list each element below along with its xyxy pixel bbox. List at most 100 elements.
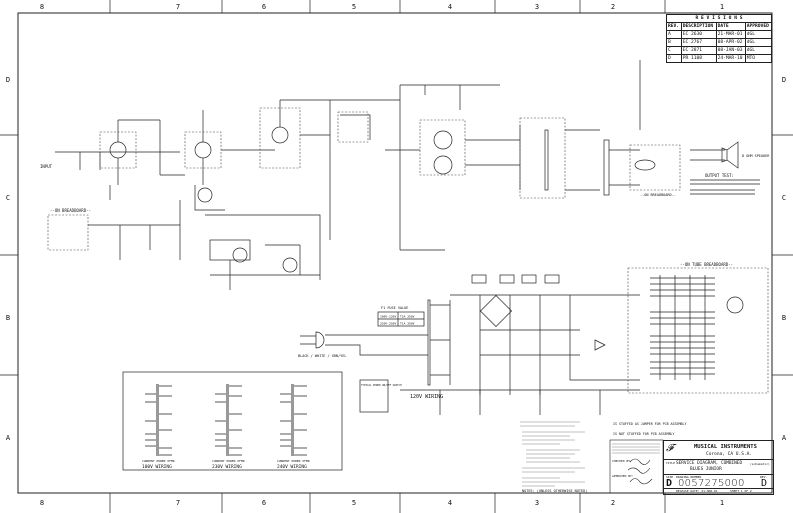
drawing-border [17, 12, 773, 494]
jumper-note: IS STUFFED AS JUMPER FOR PCB ASSEMBLY [613, 422, 686, 426]
revisions-header: REV. [666, 22, 682, 31]
on-breadboard-label: --ON BREADBOARD-- [50, 208, 91, 213]
column-label: 1 [720, 3, 724, 11]
wiring-label: 240V WIRING [277, 464, 307, 470]
rev-cell: dGL [744, 38, 773, 47]
company-location: Corona, CA U.S.A. [706, 452, 753, 457]
row-label: B [782, 314, 786, 322]
rev-cell: dGL [744, 30, 773, 39]
drawing-subtitle: BLUES JUNIOR [690, 467, 722, 472]
sheet-number: SHEET 1 OF 2 [730, 489, 752, 493]
rev-cell: C [666, 46, 682, 55]
wiring-caption: CURRENT POWER XFMR [212, 459, 245, 463]
wiring-label: 230V WIRING [212, 464, 242, 470]
voltage-wiring-diagrams: CURRENT POWER XFMR CURRENT POWER XFMR CU… [122, 371, 343, 471]
fuse-cell: T2A 250V [400, 315, 415, 319]
power-wiring-label: 120V WIRING [410, 394, 443, 400]
rev-cell: 21-MAR-01 [715, 30, 746, 39]
revisions-header: DESCRIPTION [680, 22, 717, 31]
checked-by-label: CHECKED BY: [612, 459, 632, 463]
column-label: 8 [40, 499, 44, 507]
column-label: 7 [176, 499, 180, 507]
jumper-note: IS NOT STUFFED FOR PCB ASSEMBLY [613, 432, 675, 436]
power-amp-section: 8 OHM SPEAKER OUTPUT TEST: --ON BREADBOA… [385, 60, 770, 251]
rev-cell: EC 2767 [680, 38, 717, 47]
rev-cell: 08-APR-02 [715, 38, 746, 47]
column-label: 5 [352, 499, 356, 507]
speaker-label: 8 OHM SPEAKER [742, 154, 770, 158]
size-value: D [666, 478, 673, 489]
reverb-section: --ON BREADBOARD-- [47, 200, 321, 290]
column-label: 3 [535, 499, 539, 507]
row-label: A [782, 434, 787, 442]
rev-cell: EC 2871 [680, 46, 717, 55]
row-label: D [782, 76, 786, 84]
column-label: 1 [720, 499, 724, 507]
column-label: 5 [352, 3, 356, 11]
notes: NOTES: (UNLESS OTHERWISE NOTED) IS STUFF… [520, 421, 686, 494]
column-label: 4 [448, 499, 452, 507]
on-breadboard-label: --ON BREADBOARD-- [640, 193, 676, 197]
column-label: 6 [262, 499, 266, 507]
title-label: TITLE [666, 461, 676, 465]
fuse-cell: 100V-120V [380, 315, 396, 319]
fuse-cell: T1A 250V [400, 322, 415, 326]
power-cord-label: BLACK / WHITE / GRN/YEL [298, 354, 346, 358]
column-label: 7 [176, 3, 180, 11]
notes-title: NOTES: (UNLESS OTHERWISE NOTED) [522, 489, 587, 493]
drawing-number-label: DRAWING NUMBER [676, 475, 702, 479]
drawing-title-suffix: (schematic) [750, 462, 770, 466]
rev-cell: PR 1108 [680, 54, 717, 63]
drawing-number: 0057275000 [678, 478, 745, 489]
rev-label: REV. [760, 475, 768, 479]
release-date: RELEASE DATE: 21-MAR-01 [676, 489, 718, 493]
fuse-table-title: F1 FUSE VALUE [381, 306, 408, 310]
wiring-caption: CURRENT POWER XFMR [277, 459, 310, 463]
column-label: 3 [535, 3, 539, 11]
column-label: 2 [611, 3, 615, 11]
column-label: 8 [40, 3, 44, 11]
rev-cell: B [666, 38, 682, 47]
rev-cell: MTO [744, 54, 773, 63]
preamp-section: INPUT [40, 99, 400, 240]
revisions-header: APPROVED [744, 22, 773, 31]
wiring-caption: CURRENT POWER XFMR [142, 459, 175, 463]
approved-by-label: APPROVED BY: [612, 474, 634, 478]
rev-cell: D [666, 54, 682, 63]
company-name: MUSICAL INSTRUMENTS [694, 444, 757, 450]
rev-cell: EC 2630 [680, 30, 717, 39]
rev-cell: 08-JAN-03 [715, 46, 746, 55]
rev-cell: 24-MAR-10 [715, 54, 746, 63]
wiring-label: 100V WIRING [142, 464, 172, 470]
row-label: C [6, 194, 10, 202]
row-label: B [6, 314, 10, 322]
rev-cell: dGL [744, 46, 773, 55]
on-tube-breadboard-label: --ON TUBE BREADBOARD-- [680, 262, 733, 267]
column-label: 4 [448, 3, 452, 11]
column-label: 2 [611, 499, 615, 507]
revisions-title: R E V I S I O N S [666, 14, 772, 23]
power-switch-label: TYPICAL POWER ON/OFF SWITCH [361, 383, 402, 387]
rev-cell: A [666, 30, 682, 39]
row-label: C [782, 194, 786, 202]
company-logo: 𝓕 [666, 443, 674, 454]
rev-value: D [761, 478, 768, 489]
size-label: SIZE [666, 475, 674, 479]
fuse-cell: 220V-250V [380, 322, 396, 326]
revisions-header: DATE [715, 22, 746, 31]
title-block: 𝓕 MUSICAL INSTRUMENTS Corona, CA U.S.A. … [663, 440, 774, 495]
row-label: A [6, 434, 11, 442]
power-supply-section: 120V WIRING F1 FUSE VALUE 100V-120V T2A … [298, 274, 640, 415]
signature [627, 458, 653, 485]
drawing-title: SERVICE DIAGRAM, COMBINED [676, 461, 743, 466]
input-label: INPUT [40, 164, 53, 169]
output-test-label: OUTPUT TEST: [705, 173, 734, 178]
row-label: D [6, 76, 10, 84]
revisions-table: R E V I S I O N S REV. DESCRIPTION DATE … [666, 14, 773, 63]
